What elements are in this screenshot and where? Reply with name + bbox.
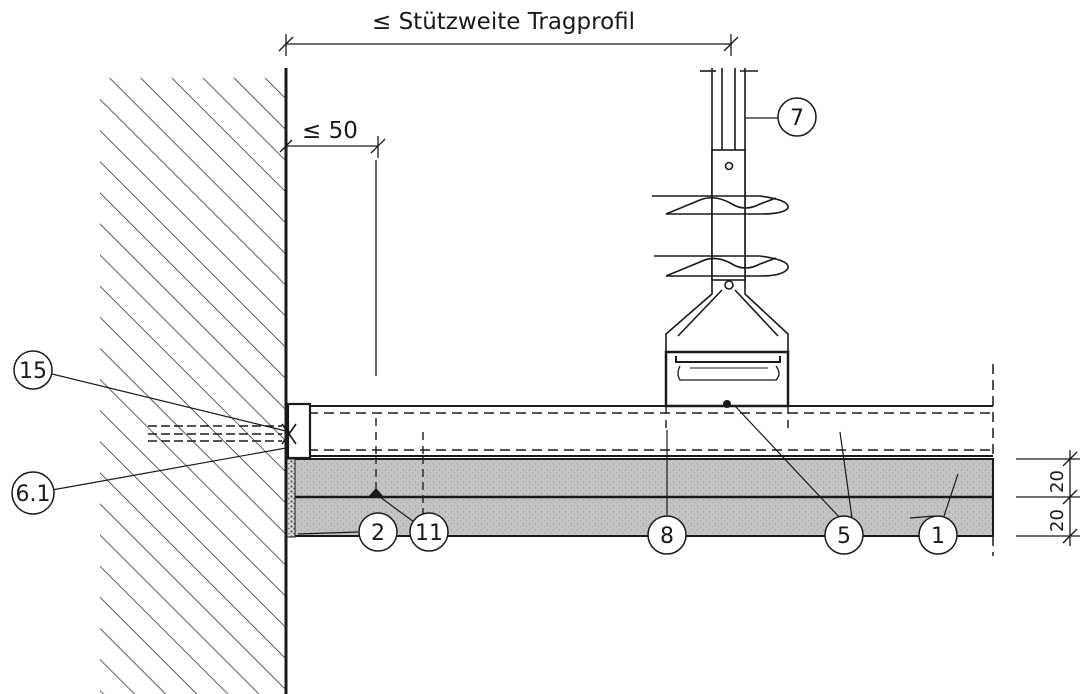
wall-anchor <box>148 423 297 445</box>
direct-hanger <box>652 68 790 408</box>
svg-text:2: 2 <box>371 521 385 546</box>
callout-8: 8 <box>647 515 687 555</box>
callout-leaders <box>51 373 959 539</box>
callout-6-1: 6.1 <box>11 471 55 515</box>
callout-7-circle <box>777 97 817 137</box>
span-dimension-label: ≤ Stützweite Tragprofil <box>372 9 635 35</box>
board-thickness-dimension <box>1016 450 1080 546</box>
carrier-profile <box>286 364 994 556</box>
callout-11: 11 <box>409 512 449 552</box>
svg-text:15: 15 <box>19 359 47 384</box>
callout-7-label: 7 <box>790 106 804 131</box>
svg-text:11: 11 <box>415 521 443 546</box>
svg-text:1: 1 <box>931 524 945 549</box>
concrete-wall <box>88 68 288 694</box>
svg-text:8: 8 <box>660 524 674 549</box>
svg-text:6.1: 6.1 <box>16 482 51 507</box>
board-upper-thickness-label: 20 <box>1047 470 1068 493</box>
edge-distance-dimension-line <box>279 136 386 376</box>
joint-sealant <box>286 458 296 538</box>
gypsum-boards <box>293 458 994 537</box>
callout-2: 2 <box>358 512 398 552</box>
callout-15: 15 <box>13 350 53 390</box>
edge-distance-label: ≤ 50 <box>302 118 358 144</box>
svg-text:5: 5 <box>837 524 851 549</box>
span-dimension-line <box>278 34 739 56</box>
board-lower-thickness-label: 20 <box>1047 509 1068 532</box>
callout-5: 5 <box>824 515 864 555</box>
callout-1: 1 <box>918 515 958 555</box>
